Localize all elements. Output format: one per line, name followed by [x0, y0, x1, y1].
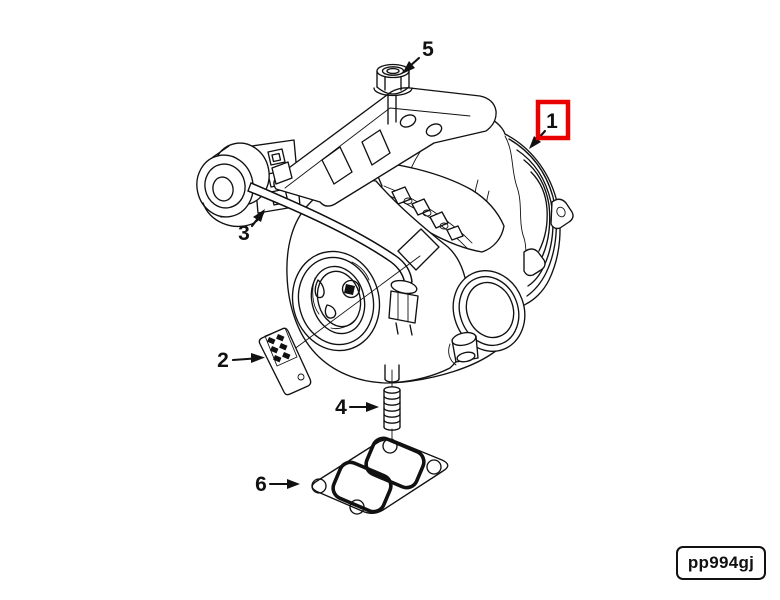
- stud-drawing: [383, 369, 401, 440]
- drain-tube-drawing: [247, 182, 419, 336]
- callout-4-label: 4: [335, 396, 347, 419]
- inlet-flange-drawing: [448, 248, 546, 366]
- callout-1-label: 1: [546, 110, 558, 133]
- dataplate-drawing: [258, 327, 312, 396]
- callout-6[interactable]: 6: [255, 473, 300, 496]
- callout-1-highlight-box: [535, 99, 571, 141]
- gasket-drawing: [311, 436, 449, 515]
- callout-5-label: 5: [422, 38, 434, 61]
- callout-5[interactable]: 5: [402, 38, 434, 74]
- callout-3[interactable]: 3: [238, 209, 265, 245]
- callout-6-label: 6: [255, 473, 267, 496]
- callout-1[interactable]: 1: [529, 99, 571, 149]
- callout-4[interactable]: 4: [335, 396, 379, 419]
- turbine-housing-drawing: [286, 179, 471, 384]
- callout-3-label: 3: [238, 222, 250, 245]
- callout-2[interactable]: 2: [217, 349, 265, 372]
- locknut-drawing: [373, 63, 413, 125]
- part-code-box: pp994gj: [676, 546, 766, 580]
- part-code-text: pp994gj: [687, 553, 755, 572]
- dataplate-leader-line: [292, 255, 421, 351]
- callout-2-label: 2: [217, 349, 229, 372]
- mounting-bracket-drawing: [271, 87, 497, 207]
